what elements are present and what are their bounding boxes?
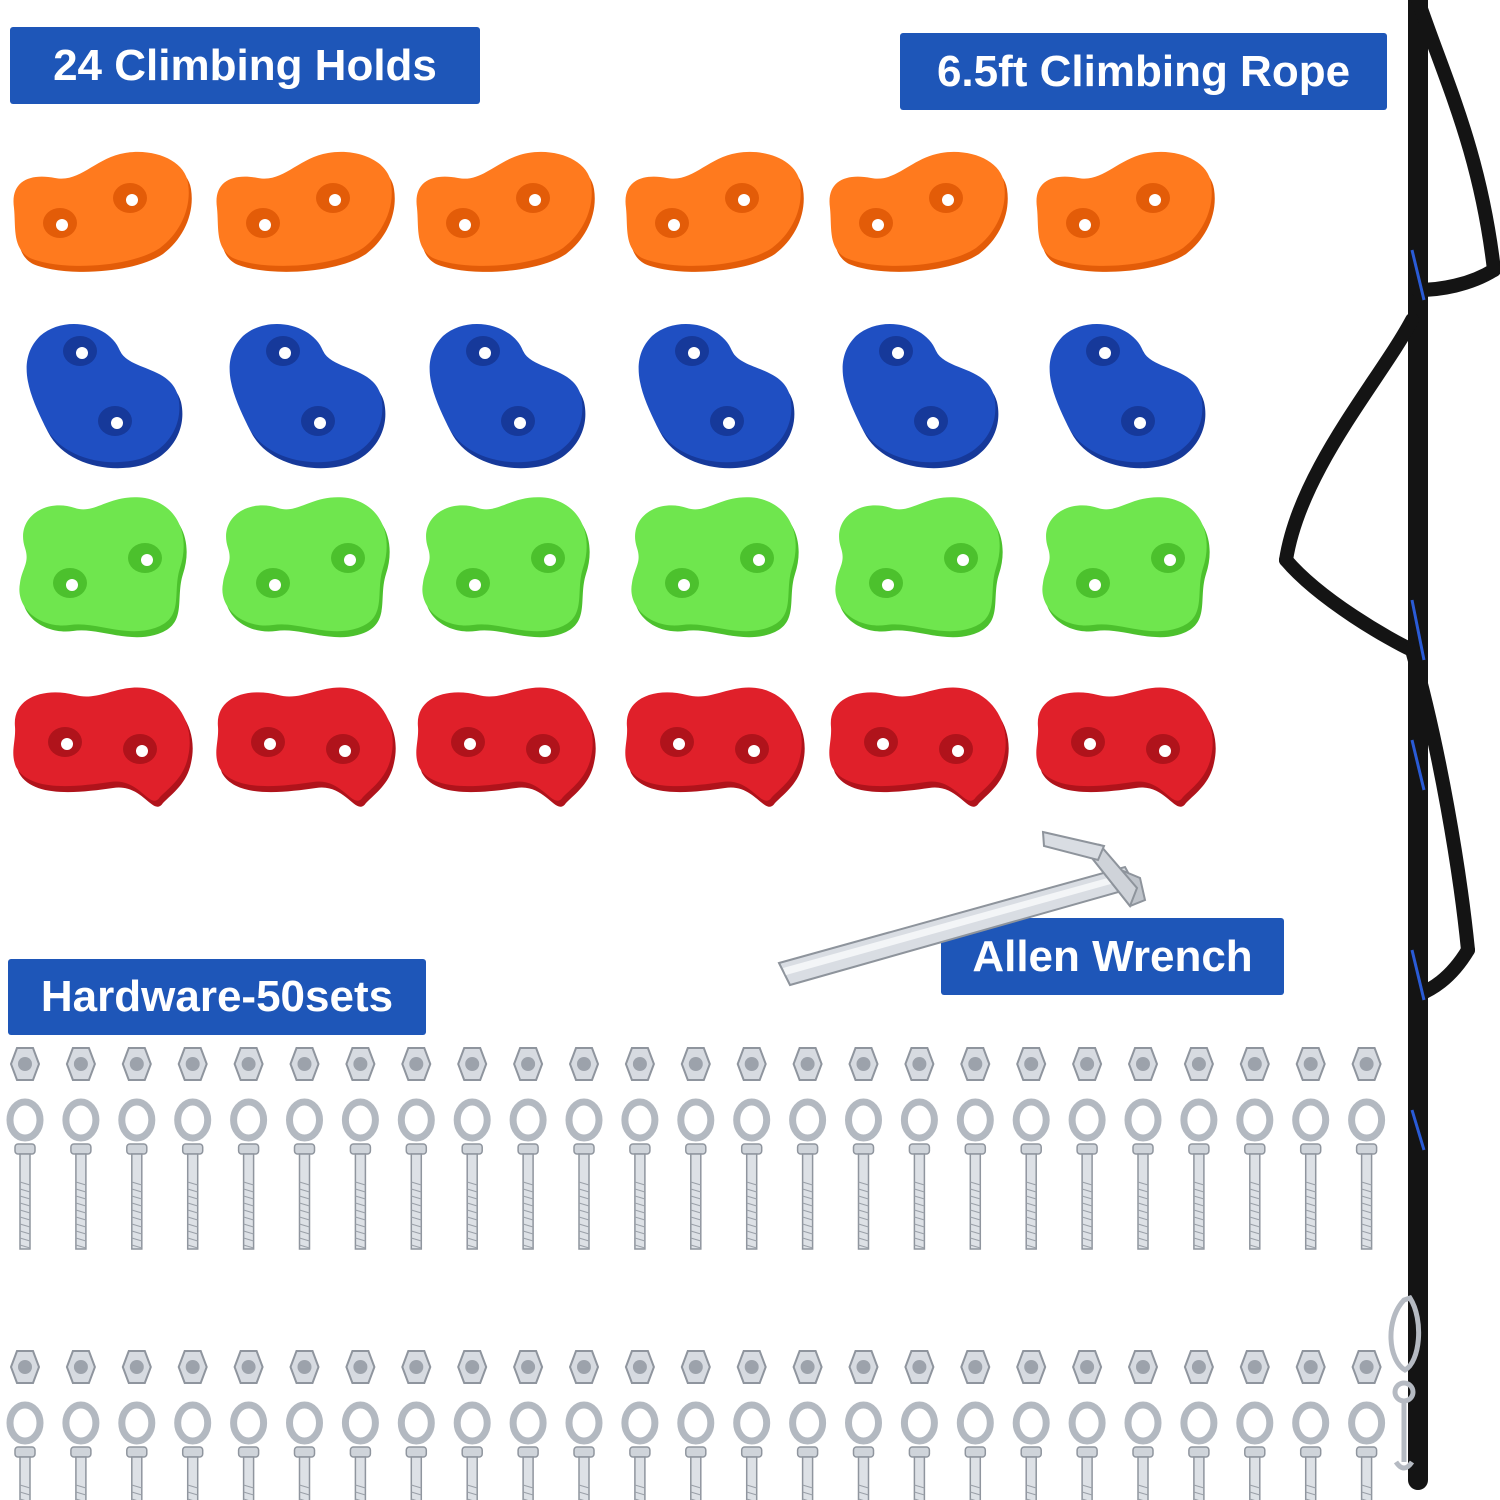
- allen-wrench-label: Allen Wrench: [941, 918, 1284, 995]
- climbing-hold-blue: [842, 323, 999, 469]
- hardware-set: [1124, 1047, 1162, 1250]
- climbing-hold-orange: [625, 151, 804, 272]
- hardware-set: [286, 1350, 323, 1500]
- hardware-set: [1348, 1350, 1386, 1500]
- climbing-hold-orange: [216, 151, 395, 272]
- hardware-set: [1348, 1047, 1386, 1250]
- climbing-hold-green: [631, 497, 799, 638]
- climbing-hold-red: [625, 687, 805, 807]
- hardware-set: [286, 1047, 323, 1250]
- climbing-hold-green: [222, 497, 390, 638]
- hardware-set: [230, 1047, 268, 1250]
- climbing-hold-green: [422, 497, 590, 638]
- hardware-set: [6, 1350, 44, 1500]
- climbing-hold-blue: [1049, 323, 1206, 469]
- hardware-set: [118, 1047, 156, 1250]
- climbing-hold-red: [216, 687, 396, 807]
- hardware-set: [230, 1350, 268, 1500]
- hardware-set: [62, 1350, 100, 1500]
- climbing-hold-red: [1036, 687, 1216, 807]
- climbing-hold-green: [19, 497, 187, 638]
- hardware-set: [900, 1047, 938, 1250]
- hardware-set: [677, 1350, 715, 1500]
- hardware-set: [341, 1047, 379, 1250]
- climbing-holds-label: 24 Climbing Holds: [10, 27, 480, 104]
- climbing-hold-blue: [429, 323, 586, 469]
- hardware-set: [397, 1350, 435, 1500]
- climbing-rope-label: 6.5ft Climbing Rope: [900, 33, 1387, 110]
- hardware-set: [1012, 1047, 1050, 1250]
- hardware-set: [1180, 1047, 1218, 1250]
- hardware-set: [677, 1047, 715, 1250]
- hardware-set: [509, 1350, 547, 1500]
- hardware-set: [1236, 1350, 1274, 1500]
- climbing-hold-blue: [229, 323, 386, 469]
- hardware-set: [453, 1350, 491, 1500]
- hardware-label: Hardware-50sets: [8, 959, 426, 1035]
- hardware-set: [733, 1047, 771, 1250]
- climbing-hold-green: [835, 497, 1003, 638]
- hardware-set: [174, 1350, 212, 1500]
- hardware-set: [1236, 1047, 1274, 1250]
- hardware-set: [6, 1047, 44, 1250]
- hardware-set: [118, 1350, 156, 1500]
- climbing-hold-orange: [1036, 151, 1215, 272]
- hardware-set: [845, 1047, 882, 1250]
- hardware-set: [1124, 1350, 1162, 1500]
- climbing-hold-red: [829, 687, 1009, 807]
- hardware-set: [733, 1350, 771, 1500]
- hardware-set: [789, 1047, 827, 1250]
- hardware-set: [565, 1047, 603, 1250]
- hardware-set: [621, 1047, 659, 1250]
- hardware-set: [1068, 1047, 1106, 1250]
- climbing-hold-green: [1042, 497, 1210, 638]
- climbing-hold-orange: [829, 151, 1008, 272]
- climbing-hold-red: [416, 687, 596, 807]
- hardware-set: [565, 1350, 603, 1500]
- climbing-hold-blue: [638, 323, 795, 469]
- hardware-set: [1292, 1350, 1330, 1500]
- hardware-set: [1012, 1350, 1050, 1500]
- hardware-set: [1292, 1047, 1330, 1250]
- hardware-set: [62, 1047, 100, 1250]
- hardware-set: [453, 1047, 491, 1250]
- climbing-hold-blue: [26, 323, 183, 469]
- hardware-set: [900, 1350, 938, 1500]
- hardware-set: [1068, 1350, 1106, 1500]
- hardware-set: [845, 1350, 882, 1500]
- hardware-set: [509, 1047, 547, 1250]
- hardware-set: [956, 1350, 994, 1500]
- hardware-set: [341, 1350, 379, 1500]
- climbing-hold-orange: [13, 151, 192, 272]
- hardware-set: [956, 1047, 994, 1250]
- climbing-hold-orange: [416, 151, 595, 272]
- hardware-set: [1180, 1350, 1218, 1500]
- climbing-hold-red: [13, 687, 193, 807]
- hardware-set: [789, 1350, 827, 1500]
- hardware-set: [174, 1047, 212, 1250]
- hardware-set: [621, 1350, 659, 1500]
- hardware-set: [397, 1047, 435, 1250]
